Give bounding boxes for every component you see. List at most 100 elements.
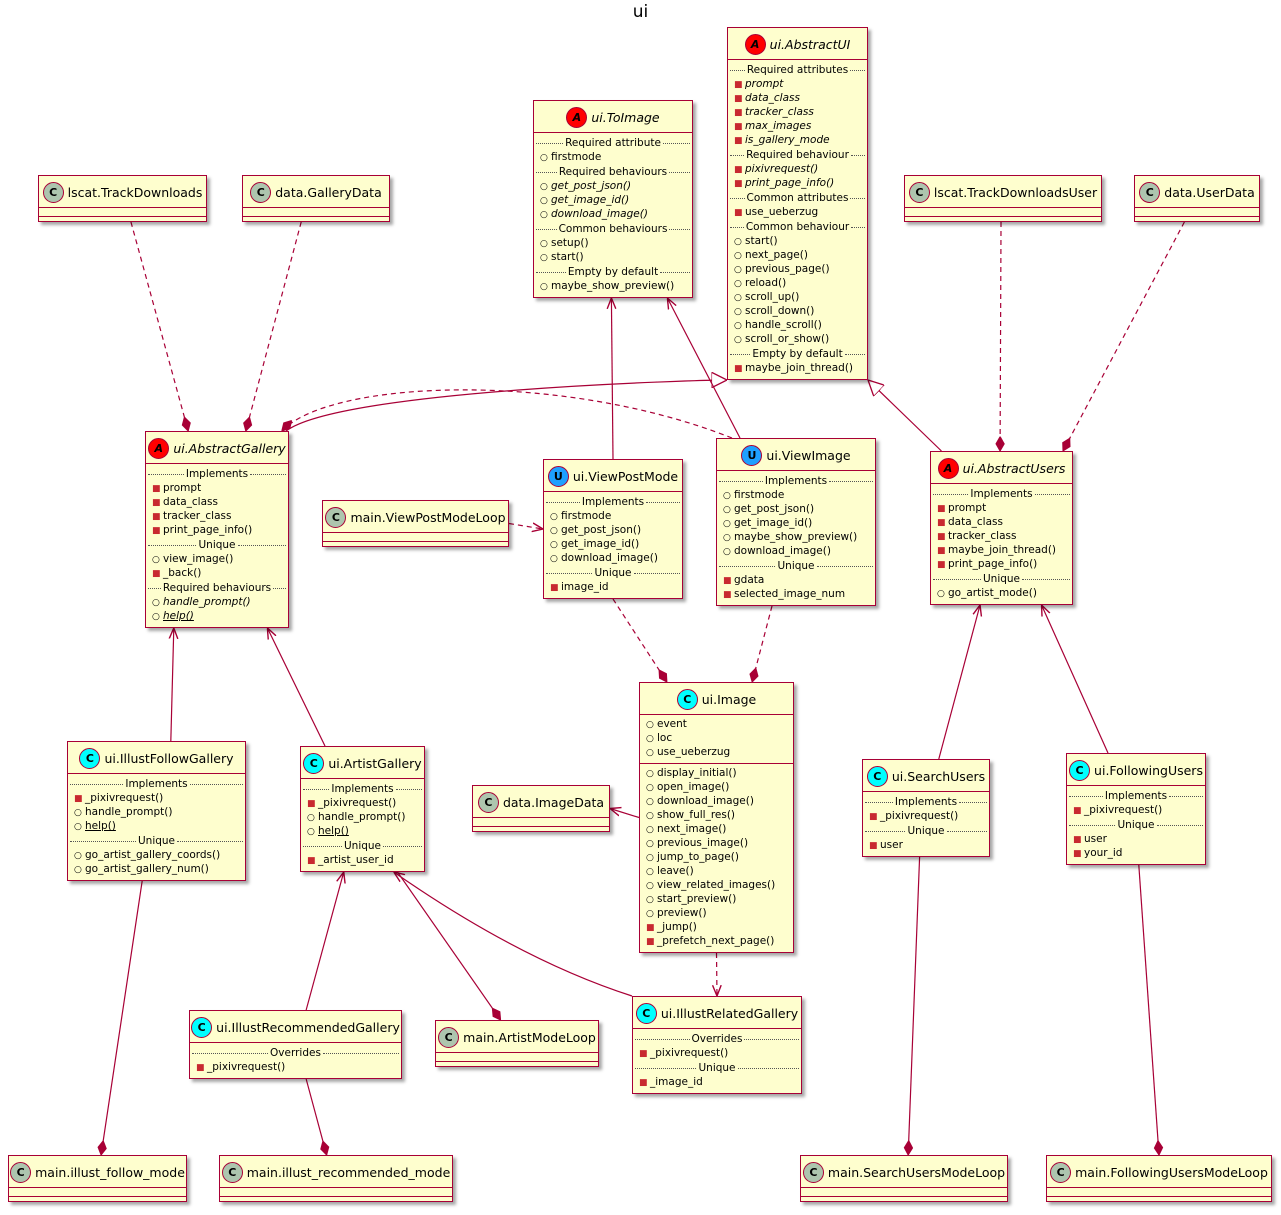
class-member: print_page_info() [931, 558, 1072, 572]
public-visibility-icon [734, 334, 745, 347]
member-name: print_page_info() [948, 558, 1038, 570]
class-ui-viewpostmode[interactable]: Uui.ViewPostModeImplementsfirstmodeget_p… [543, 459, 683, 599]
utility-class-icon: U [547, 466, 569, 487]
public-visibility-icon [540, 238, 551, 251]
section-separator: Empty by default [728, 347, 867, 362]
section-separator: Unique [544, 566, 682, 581]
class-name: data.ImageData [502, 795, 605, 810]
class-member: use_ueberzug [728, 206, 867, 220]
class-fields-compartment [9, 1187, 186, 1196]
class-ui-illustrelatedgallery[interactable]: Cui.IllustRelatedGalleryOverrides_pixivr… [632, 996, 802, 1094]
private-visibility-icon [74, 793, 85, 806]
member-name: tracker_class [745, 106, 814, 118]
section-label: Implements [970, 488, 1033, 500]
section-separator: Common attributes [728, 191, 867, 206]
public-visibility-icon [646, 866, 657, 879]
class-fields-compartment [323, 532, 508, 541]
composition-relation-ui_illustrecommendedgallery-to-main_illust_recommended_mode [305, 1078, 326, 1155]
member-name: print_page_info() [745, 177, 835, 189]
class-member: _pixivrequest() [863, 810, 989, 824]
section-label: Implements [185, 468, 249, 480]
section-label: Implements [331, 783, 394, 795]
class-member: print_page_info() [728, 177, 867, 191]
utility-class-icon: U [741, 445, 763, 466]
private-visibility-icon [723, 575, 734, 588]
member-name: previous_page() [745, 263, 830, 275]
public-visibility-icon [646, 796, 657, 809]
class-ui-artistgallery[interactable]: Cui.ArtistGalleryImplements_pixivrequest… [300, 746, 425, 872]
class-member: _pixivrequest() [68, 792, 245, 806]
class-name: main.illust_recommended_mode [246, 1165, 451, 1180]
class-ui-abstractgallery[interactable]: Aui.AbstractGalleryImplementspromptdata_… [145, 431, 289, 628]
class-body: Implementspromptdata_classtracker_classm… [931, 483, 1072, 604]
private-visibility-icon [723, 589, 734, 602]
association-relation-ui_illustrecommendedgallery-to-ui_artistgallery [305, 872, 344, 1011]
private-visibility-icon [550, 582, 561, 595]
abstract-class-icon: A [148, 438, 170, 459]
class-member: help() [68, 820, 245, 834]
class-ui-followingusers[interactable]: Cui.FollowingUsersImplements_pixivreques… [1066, 753, 1206, 865]
class-member: maybe_join_thread() [931, 544, 1072, 558]
class-body: Required attributefirstmodeRequired beha… [534, 132, 692, 297]
class-fields-compartment [220, 1187, 452, 1196]
public-visibility-icon [540, 209, 551, 222]
class-name: main.SearchUsersModeLoop [827, 1165, 1006, 1180]
class-member: download_image() [717, 545, 875, 559]
class-member: pixivrequest() [728, 163, 867, 177]
class-ui-illustrecommendedgallery[interactable]: Cui.IllustRecommendedGalleryOverrides_pi… [189, 1010, 402, 1079]
private-visibility-icon [869, 811, 880, 824]
class-icon: C [221, 1162, 243, 1183]
class-ui-illustfollowgallery[interactable]: Cui.IllustFollowGalleryImplements_pixivr… [67, 741, 246, 881]
class-icon: C [1139, 182, 1161, 203]
public-visibility-icon [74, 807, 85, 820]
section-separator: Unique [1067, 818, 1205, 833]
member-name: view_image() [163, 553, 234, 565]
member-name: go_artist_mode() [948, 587, 1037, 599]
class-member: maybe_show_preview() [717, 531, 875, 545]
class-icon: C [1050, 1162, 1072, 1183]
private-visibility-icon [937, 545, 948, 558]
public-visibility-icon [74, 850, 85, 863]
member-name: selected_image_num [734, 588, 846, 600]
class-ui-viewimage[interactable]: Uui.ViewImageImplementsfirstmodeget_post… [716, 438, 876, 606]
class-methods-compartment [1135, 216, 1259, 225]
member-name: image_id [561, 581, 609, 593]
composition-relation-ui_searchusers-to-main_searchusersmodeloop [908, 856, 921, 1155]
member-name: view_related_images() [657, 879, 776, 891]
class-member: firstmode [534, 151, 692, 165]
class-member: show_full_res() [640, 809, 793, 823]
class-name: main.ArtistModeLoop [463, 1030, 596, 1045]
class-member: firstmode [717, 489, 875, 503]
section-label: Required attribute [565, 137, 661, 149]
class-ui-abstractusers[interactable]: Aui.AbstractUsersImplementspromptdata_cl… [930, 451, 1073, 605]
public-visibility-icon [540, 195, 551, 208]
class-ui-searchusers[interactable]: Cui.SearchUsersImplements_pixivrequest()… [862, 759, 990, 857]
section-label: Common attributes [746, 192, 849, 204]
class-body: Implements_pixivrequest()handle_prompt()… [301, 778, 424, 871]
public-visibility-icon [646, 894, 657, 907]
section-label: Unique [907, 825, 945, 837]
class-member: handle_scroll() [728, 319, 867, 333]
class-ui-image[interactable]: Cui.Imageeventlocuse_ueberzugdisplay_ini… [639, 682, 794, 953]
class-name: ui.FollowingUsers [1094, 763, 1203, 778]
composition-relation-ui_viewpostmode-to-ui_image [612, 598, 667, 682]
public-visibility-icon [74, 821, 85, 834]
